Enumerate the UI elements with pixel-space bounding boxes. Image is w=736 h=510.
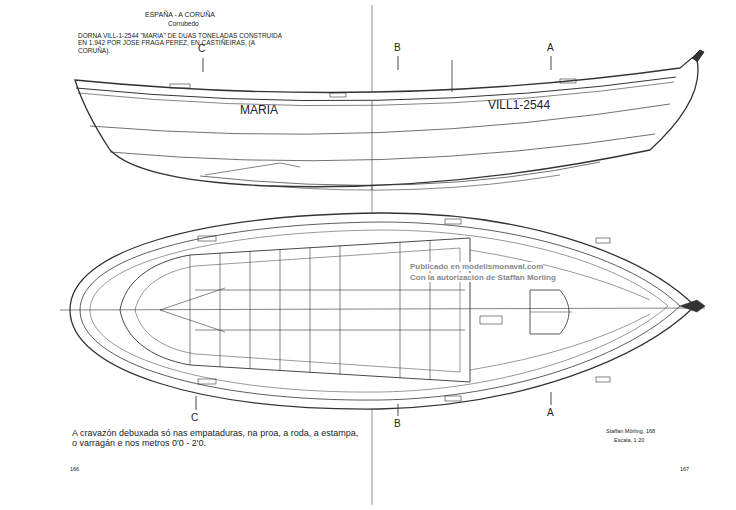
registration-number: VILL1-2544 — [488, 99, 550, 113]
section-letter: B — [394, 42, 401, 54]
watermark: Con la autorización de Staffan Morling — [410, 273, 556, 282]
section-letter: C — [191, 412, 198, 424]
section-letter: B — [394, 418, 401, 430]
section-letter: A — [547, 42, 554, 54]
construction-note: A cravazón debuxada só nas empataduras, … — [72, 428, 362, 449]
scale-note: Escala, 1:20 — [614, 437, 644, 443]
boat-description: DORNA VILL-1-2544 "MARIA" DE DUAS TONELA… — [78, 32, 283, 54]
place-name: Corrubedo — [168, 20, 199, 27]
watermark: Publicado en modelismonaval.com — [410, 262, 543, 271]
source-credit: Staffan Mörling, 168 — [606, 428, 655, 434]
page-number: 166 — [70, 466, 79, 472]
section-letter: A — [547, 407, 554, 419]
page-number: 167 — [680, 466, 689, 472]
region-heading: ESPAÑA - A CORUÑA — [145, 11, 215, 19]
section-letter: C — [198, 43, 205, 55]
boat-name: MARIA — [240, 104, 278, 118]
